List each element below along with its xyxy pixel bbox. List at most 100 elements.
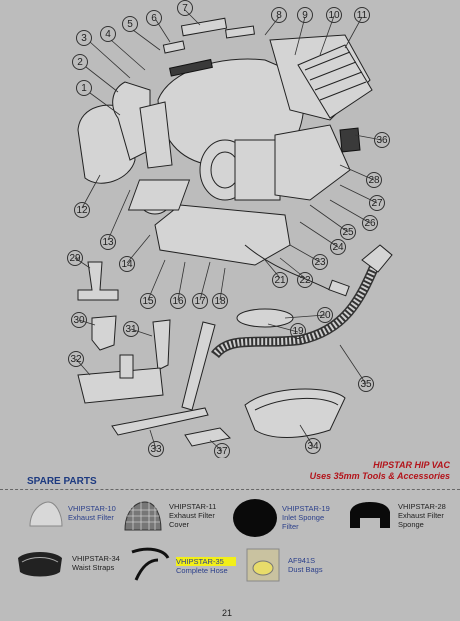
svg-text:26: 26	[364, 218, 376, 229]
svg-text:32: 32	[70, 354, 82, 365]
page-number: 21	[222, 608, 233, 618]
svg-text:31: 31	[125, 324, 137, 335]
svg-text:22: 22	[299, 275, 311, 286]
crevice-tool	[152, 319, 171, 371]
svg-text:6: 6	[151, 13, 157, 24]
motor-body	[234, 139, 281, 201]
svg-text:28: 28	[368, 175, 380, 186]
dust-bags-icon	[246, 548, 280, 582]
switch-block	[339, 127, 361, 153]
spare-part-code: VHIPSTAR-34	[72, 554, 120, 563]
svg-text:25: 25	[342, 227, 354, 238]
product-title: HIPSTAR HIP VAC	[373, 460, 450, 470]
callout-27: 27	[369, 195, 385, 211]
svg-text:4: 4	[105, 29, 111, 40]
callout-24: 24	[330, 239, 346, 255]
callout-18: 18	[212, 293, 228, 309]
spare-part-description: Complete Hose	[176, 566, 228, 575]
callout-10: 10	[326, 7, 342, 23]
svg-text:11: 11	[357, 10, 368, 21]
callout-16: 16	[170, 293, 186, 309]
power-cord	[244, 244, 331, 291]
complete-hose-icon	[131, 547, 170, 581]
cap-panel	[139, 101, 173, 169]
callout-4: 4	[100, 26, 116, 42]
wand-upper	[181, 321, 216, 411]
svg-text:10: 10	[328, 10, 340, 21]
callout-7: 7	[177, 0, 193, 16]
handle-top	[180, 17, 228, 37]
callout-15: 15	[140, 293, 156, 309]
exhaust-filter-sponge-icon	[350, 502, 390, 528]
callout-22: 22	[297, 272, 313, 288]
grip-insert	[169, 58, 213, 77]
spare-part-code: VHIPSTAR-35	[176, 557, 236, 566]
plug	[328, 279, 350, 297]
svg-text:18: 18	[214, 296, 226, 307]
top-clip	[162, 40, 186, 54]
callout-32: 32	[68, 351, 84, 367]
hose-cuff	[361, 244, 393, 273]
svg-text:37: 37	[216, 446, 228, 457]
spare-parts-heading: SPARE PARTS	[27, 476, 97, 487]
callout-20: 20	[317, 307, 333, 323]
belt-clip	[184, 427, 232, 447]
base-plate	[154, 204, 291, 266]
spare-part-description: Exhaust Filter Sponge	[398, 511, 444, 529]
sponge-filter	[236, 308, 294, 328]
waist-straps-icon	[18, 552, 62, 577]
callout-23: 23	[312, 254, 328, 270]
svg-text:5: 5	[127, 19, 133, 30]
svg-text:24: 24	[332, 242, 344, 253]
callout-1: 1	[76, 80, 92, 96]
callout-29: 29	[67, 250, 83, 266]
svg-text:1: 1	[81, 83, 87, 94]
svg-text:34: 34	[307, 441, 319, 452]
svg-text:7: 7	[182, 3, 188, 14]
base-grille	[127, 179, 191, 211]
svg-text:14: 14	[121, 259, 133, 270]
svg-text:16: 16	[172, 296, 184, 307]
handle-clip	[225, 25, 255, 39]
spare-part-code: AF941S	[288, 556, 316, 565]
spare-part-description: Exhaust Filter	[68, 513, 114, 522]
spare-part-code: VHIPSTAR-10	[68, 504, 116, 513]
callout-19: 19	[290, 323, 306, 339]
callout-33: 33	[148, 441, 164, 457]
svg-text:35: 35	[360, 379, 372, 390]
callout-6: 6	[146, 10, 162, 26]
callout-5: 5	[122, 16, 138, 32]
svg-text:27: 27	[371, 198, 383, 209]
svg-text:15: 15	[142, 296, 154, 307]
callout-36: 36	[374, 132, 390, 148]
product-subtitle: Uses 35mm Tools & Accessories	[309, 471, 450, 481]
callout-14: 14	[119, 256, 135, 272]
callout-3: 3	[76, 30, 92, 46]
exhaust-filter-cover-icon	[124, 501, 162, 531]
inlet-sponge-filter-icon	[233, 499, 277, 537]
callout-12: 12	[74, 202, 90, 218]
callout-28: 28	[366, 172, 382, 188]
spare-part-code: VHIPSTAR-19	[282, 504, 330, 513]
callout-8: 8	[271, 7, 287, 23]
callout-34: 34	[305, 438, 321, 454]
svg-text:8: 8	[276, 10, 282, 21]
svg-text:20: 20	[319, 310, 331, 321]
upholstery-tool	[77, 261, 119, 301]
spare-part-description: Inlet Sponge Filter	[282, 513, 325, 531]
waist-strap	[244, 388, 346, 438]
svg-text:2: 2	[77, 57, 83, 68]
callout-25: 25	[340, 224, 356, 240]
callout-13: 13	[100, 234, 116, 250]
svg-text:3: 3	[81, 33, 87, 44]
spare-part-description: Dust Bags	[288, 565, 323, 574]
svg-text:13: 13	[102, 237, 114, 248]
svg-text:9: 9	[302, 10, 308, 21]
wand-lower	[111, 407, 209, 436]
section-divider	[0, 489, 460, 490]
callout-21: 21	[272, 272, 288, 288]
callout-35: 35	[358, 376, 374, 392]
svg-text:33: 33	[150, 444, 162, 455]
svg-text:21: 21	[274, 275, 286, 286]
